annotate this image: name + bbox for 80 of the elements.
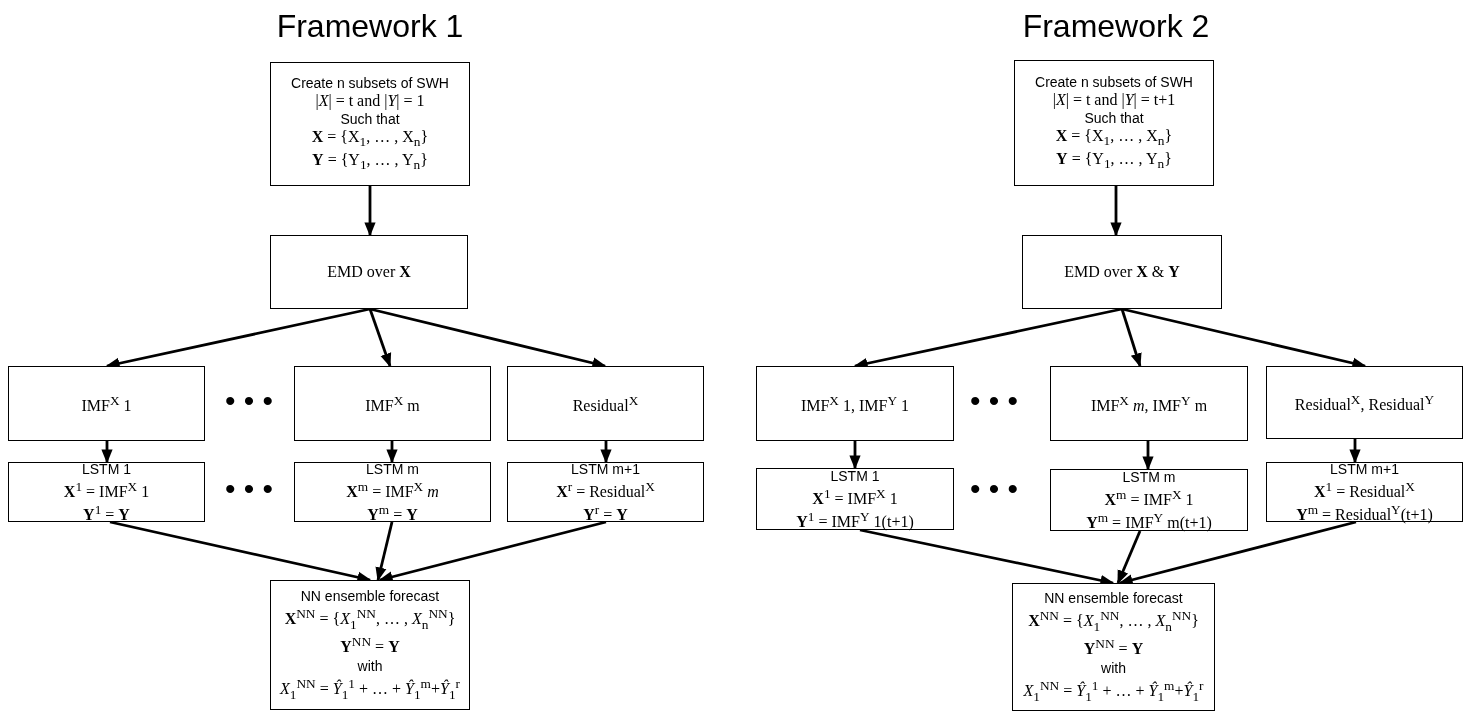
box-text: with bbox=[357, 656, 383, 675]
box-text: X$^{m}$ = IMF$^{X}$ m bbox=[346, 477, 439, 501]
box-text: Y = {Y$_{1}$, … , Y$_{n}$} bbox=[1056, 150, 1172, 174]
arrow bbox=[1142, 441, 1154, 471]
box-text: X$^{1}$ = IMF$^{X}$ 1 bbox=[812, 484, 898, 508]
title: Framework 1 bbox=[276, 8, 464, 45]
box-text: NN ensemble forecast bbox=[1044, 588, 1183, 607]
box-text: LSTM m bbox=[366, 459, 419, 478]
box-text: Such that bbox=[1084, 109, 1144, 127]
box-text: |X| = t and |Y| = t+1 bbox=[1052, 90, 1176, 109]
box-text: NN ensemble forecast bbox=[300, 586, 440, 605]
process-box bbox=[1050, 366, 1248, 441]
ellipsis-dots: • • • bbox=[224, 384, 274, 418]
process-box bbox=[507, 366, 704, 441]
box-text: LSTM m bbox=[1122, 467, 1176, 486]
box-text: X$^{r}$ = Residual$^{X}$ bbox=[556, 477, 655, 501]
box-text: Y$^{NN}$ = Y bbox=[1083, 635, 1144, 659]
arrow bbox=[1110, 186, 1122, 237]
box-text: Residual$^{X}$ bbox=[572, 391, 639, 416]
process-box bbox=[270, 235, 468, 309]
box-text: X = {X$_{1}$, … , X$_{n}$} bbox=[1055, 126, 1173, 150]
arrow bbox=[1120, 308, 1142, 368]
arrow bbox=[1116, 530, 1142, 585]
process-box bbox=[294, 462, 491, 522]
arrow bbox=[375, 521, 394, 582]
box-text: IMF$^{X}$ m bbox=[365, 391, 420, 416]
process-box bbox=[507, 462, 704, 522]
box-text: Y$^{NN}$ = Y bbox=[340, 633, 400, 657]
process-box bbox=[1266, 462, 1463, 522]
box-text: X$^{m}$ = IMF$^{X}$ 1 bbox=[1104, 485, 1194, 509]
box-text: |X| = t and |Y| = 1 bbox=[315, 91, 425, 110]
box-text: EMD over X & Y bbox=[1064, 263, 1180, 281]
box-text: IMF$^{X}$ m, IMF$^{Y}$ m bbox=[1090, 391, 1208, 416]
box-text: Y$^{m}$ = IMF$^{Y}$ m(t+1) bbox=[1086, 509, 1212, 533]
box-text: Y$^{m}$ = Residual$^{Y}$(t+1) bbox=[1296, 501, 1433, 525]
arrow bbox=[364, 186, 376, 237]
process-box bbox=[294, 366, 491, 441]
arrow bbox=[1349, 439, 1361, 464]
process-box bbox=[1266, 366, 1463, 439]
box-text: IMF$^{X}$ 1, IMF$^{Y}$ 1 bbox=[800, 391, 910, 416]
arrow bbox=[600, 441, 612, 464]
box-text: Create n subsets of SWH bbox=[1035, 72, 1193, 91]
ellipsis-dots: • • • bbox=[224, 472, 274, 506]
box-text: EMD over X bbox=[327, 263, 411, 281]
box-text: X$^{1}$ = IMF$^{X}$ 1 bbox=[63, 477, 150, 501]
box-text: Such that bbox=[340, 110, 400, 128]
box-text: X = {X$_{1}$, … , X$_{n}$} bbox=[311, 127, 429, 151]
ellipsis-dots: • • • bbox=[969, 472, 1019, 506]
process-box bbox=[1012, 583, 1215, 711]
process-box bbox=[1022, 235, 1222, 309]
box-text: X$^{NN}$ = {X$_{1}$$^{NN}$, … , X$_{n}$$^{NN}$} bbox=[1028, 606, 1199, 636]
arrow bbox=[849, 441, 861, 470]
box-text: LSTM m+1 bbox=[571, 459, 640, 478]
box-text: Y$^{1}$ = Y bbox=[83, 501, 130, 525]
process-box bbox=[756, 366, 954, 441]
arrow bbox=[368, 308, 392, 368]
box-text: Y$^{r}$ = Y bbox=[583, 501, 628, 525]
arrow bbox=[101, 441, 113, 464]
box-text: LSTM 1 bbox=[830, 466, 880, 485]
box-text: Y = {Y$_{1}$, … , Y$_{n}$} bbox=[312, 151, 428, 175]
process-box bbox=[1050, 469, 1248, 531]
box-text: with bbox=[1101, 658, 1126, 677]
process-box bbox=[1014, 60, 1214, 186]
process-box bbox=[270, 580, 470, 710]
box-text: Y$^{1}$ = IMF$^{Y}$ 1(t+1) bbox=[796, 508, 914, 532]
box-text: LSTM 1 bbox=[82, 459, 131, 478]
box-text: IMF$^{X}$ 1 bbox=[81, 391, 132, 416]
box-text: Create n subsets of SWH bbox=[291, 73, 449, 92]
box-text: Y$^{m}$ = Y bbox=[367, 501, 418, 525]
process-box bbox=[8, 366, 205, 441]
box-text: X$^{NN}$ = {X$_{1}$$^{NN}$, … , X$_{n}$$^{NN}$} bbox=[284, 604, 456, 634]
process-box bbox=[270, 62, 470, 186]
box-text: Residual$^{X}$, Residual$^{Y}$ bbox=[1294, 390, 1435, 415]
box-text: X$^{1}$ = Residual$^{X}$ bbox=[1314, 477, 1415, 501]
process-box bbox=[756, 468, 954, 530]
title: Framework 2 bbox=[1022, 8, 1210, 45]
box-text: LSTM m+1 bbox=[1330, 459, 1399, 478]
process-box bbox=[8, 462, 205, 522]
arrow bbox=[386, 441, 398, 464]
ellipsis-dots: • • • bbox=[969, 384, 1019, 418]
